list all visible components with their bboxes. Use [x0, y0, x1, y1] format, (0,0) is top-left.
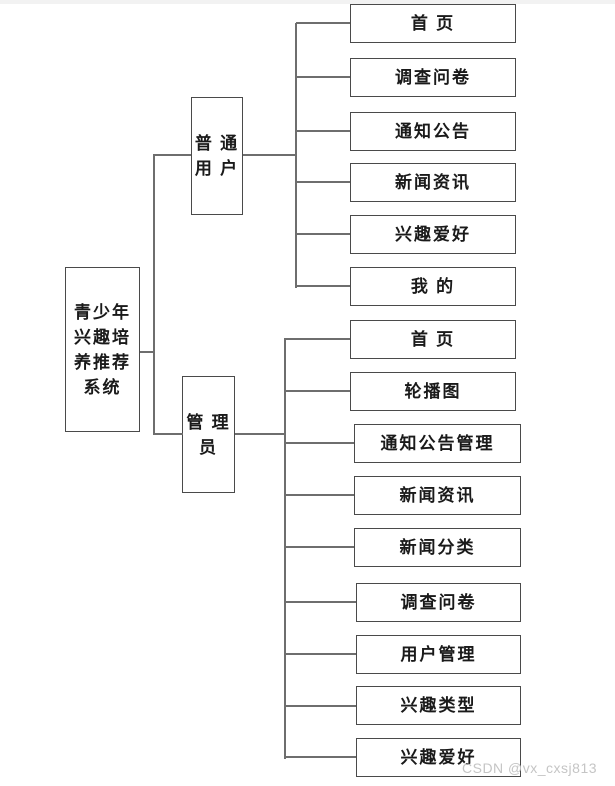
- user-stub-line: [296, 22, 350, 24]
- user-leaf-notice-announcement: 通知公告: [350, 112, 516, 151]
- trunk-to-admin-line: [154, 433, 183, 435]
- admin-stub-line: [285, 546, 354, 548]
- root-node-line: 兴趣培: [74, 327, 131, 347]
- user-stub-line: [296, 76, 350, 78]
- branch-node-line: 员: [199, 437, 218, 457]
- trunk-vertical-line: [153, 154, 155, 435]
- root-connector-line: [140, 351, 155, 353]
- branch-node-regular-user: 普 通 用 户: [191, 97, 243, 215]
- admin-leaf-home: 首 页: [350, 320, 516, 359]
- admin-stub-line: [285, 601, 356, 603]
- user-leaf-home: 首 页: [350, 4, 516, 43]
- admin-leaf-survey-questionnaire: 调查问卷: [356, 583, 521, 622]
- user-branch-connector-line: [243, 154, 296, 156]
- admin-stub-line: [285, 338, 350, 340]
- user-stub-line: [296, 285, 350, 287]
- admin-stub-line: [285, 442, 354, 444]
- root-node-line: 养推荐: [74, 352, 131, 372]
- admin-leaf-notice-management: 通知公告管理: [354, 424, 521, 463]
- branch-node-admin: 管 理 员: [182, 376, 235, 493]
- top-edge-strip: [0, 0, 615, 4]
- root-node-system: 青少年 兴趣培 养推荐 系统: [65, 267, 140, 432]
- root-node-line: 青少年: [74, 302, 131, 322]
- admin-leaf-news: 新闻资讯: [354, 476, 521, 515]
- csdn-watermark: CSDN @vx_cxsj813: [462, 760, 598, 776]
- branch-node-line: 用 户: [194, 159, 240, 178]
- admin-stub-line: [285, 705, 356, 707]
- user-leaf-hobbies: 兴趣爱好: [350, 215, 516, 254]
- trunk-to-user-line: [154, 154, 191, 156]
- admin-stub-line: [285, 756, 356, 758]
- admin-branch-connector-line: [235, 433, 285, 435]
- admin-stub-line: [285, 390, 350, 392]
- admin-leaf-hobbies: 兴趣爱好: [356, 738, 521, 777]
- admin-leaf-user-management: 用户管理: [356, 635, 521, 674]
- user-spine-line: [295, 23, 297, 288]
- user-stub-line: [296, 130, 350, 132]
- root-node-line: 系统: [83, 377, 122, 397]
- user-leaf-survey-questionnaire: 调查问卷: [350, 58, 516, 97]
- user-leaf-profile: 我 的: [350, 267, 516, 306]
- user-leaf-news: 新闻资讯: [350, 163, 516, 202]
- admin-leaf-interest-type: 兴趣类型: [356, 686, 521, 725]
- user-stub-line: [296, 181, 350, 183]
- branch-node-line: 普 通: [194, 134, 240, 153]
- admin-leaf-news-category: 新闻分类: [354, 528, 521, 567]
- admin-spine-line: [284, 338, 286, 759]
- admin-leaf-carousel: 轮播图: [350, 372, 516, 411]
- admin-stub-line: [285, 653, 356, 655]
- user-stub-line: [296, 233, 350, 235]
- branch-node-line: 管 理: [186, 412, 231, 432]
- admin-stub-line: [285, 494, 354, 496]
